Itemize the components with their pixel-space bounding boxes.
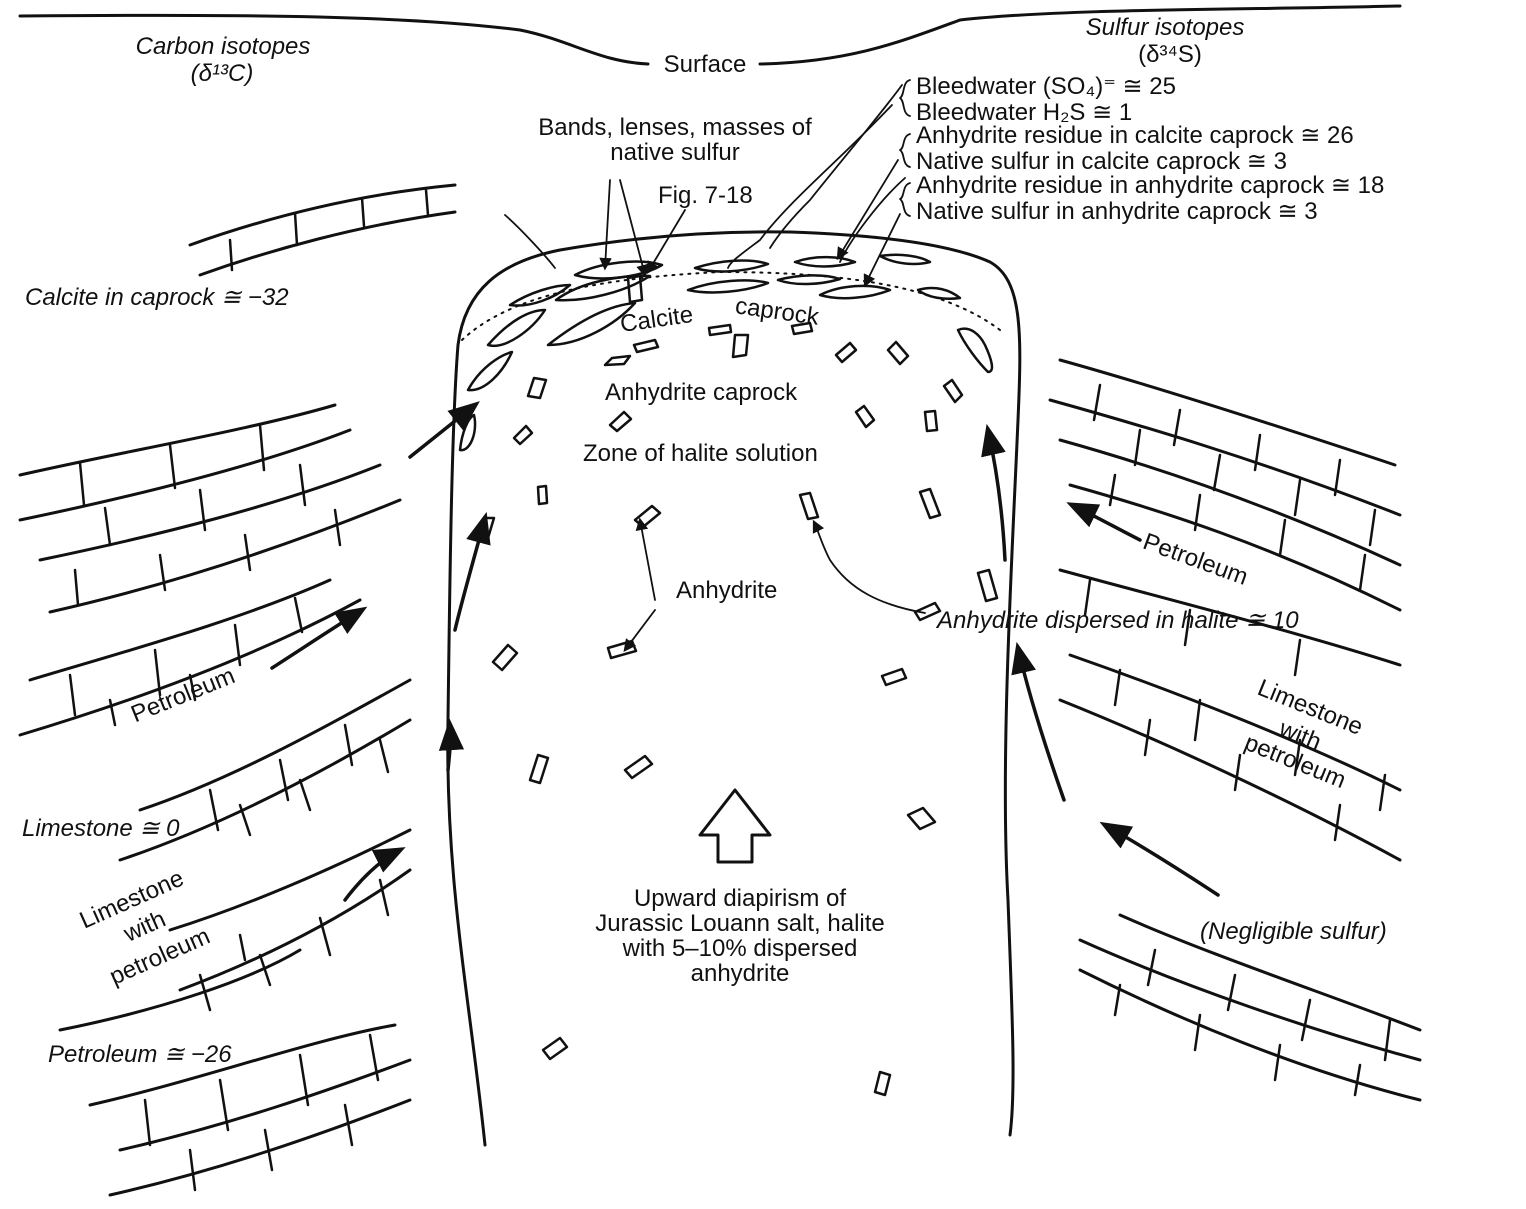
left-limestone-beds [18, 183, 457, 1197]
carbon-isotopes-symbol: (δ¹³C) [190, 60, 254, 87]
ground-surface-line-right [758, 4, 1402, 66]
figure-reference: Fig. 7-18 [658, 182, 753, 209]
ground-surface-line [18, 13, 650, 66]
sulfur-value-native-anhydrite-caprock: Native sulfur in anhydrite caprock ≅ 3 [916, 198, 1318, 225]
sulfur-isotopes-symbol: (δ³⁴S) [1138, 41, 1202, 68]
anhydrite-dispersed-label: Anhydrite dispersed in halite ≅ 10 [937, 607, 1299, 634]
halite-solution-label: Zone of halite solution [583, 440, 818, 467]
sulfur-value-bleedwater-h2s: Bleedwater H₂S ≅ 1 [916, 99, 1133, 126]
negligible-sulfur-label: (Negligible sulfur) [1200, 918, 1387, 945]
anhydrite-caprock-label: Anhydrite caprock [605, 379, 798, 406]
limestone-label: Limestone ≅ 0 [22, 815, 180, 842]
diapirism-caption-4: anhydrite [690, 960, 790, 987]
native-sulfur-label-line1: Bands, lenses, masses of [538, 114, 812, 141]
sulfur-isotopes-title: Sulfur isotopes [1085, 14, 1245, 41]
migration-arrows [270, 401, 1220, 902]
carbon-isotopes-title: Carbon isotopes [135, 33, 311, 60]
diapirism-hollow-arrow [698, 788, 772, 864]
native-sulfur-label-line2: native sulfur [610, 139, 740, 166]
petroleum-value-label: Petroleum ≅ −26 [48, 1041, 232, 1068]
leader-lines [504, 84, 926, 653]
diapirism-caption-3: with 5–10% dispersed [622, 935, 858, 962]
right-limestone-beds [1048, 358, 1422, 1102]
sulfur-list-braces [899, 79, 911, 217]
sulfur-value-native-calcite-caprock: Native sulfur in calcite caprock ≅ 3 [916, 148, 1287, 175]
anhydrite-label: Anhydrite [676, 577, 778, 604]
sulfur-value-bleedwater-so4: Bleedwater (SO₄)⁼ ≅ 25 [916, 73, 1177, 100]
diapirism-caption-1: Upward diapirism of [633, 885, 847, 912]
sulfur-value-anhydrite-calcite-caprock: Anhydrite residue in calcite caprock ≅ 2… [916, 122, 1354, 149]
salt-dome-outline [446, 230, 1022, 1147]
diapirism-caption-2: Jurassic Louann salt, halite [595, 910, 885, 937]
sulfur-value-anhydrite-anhydrite-caprock: Anhydrite residue in anhydrite caprock ≅… [916, 172, 1385, 199]
calcite-in-caprock-label: Calcite in caprock ≅ −32 [25, 284, 289, 311]
surface-label: Surface [663, 51, 747, 78]
native-sulfur-lenses [458, 253, 994, 452]
